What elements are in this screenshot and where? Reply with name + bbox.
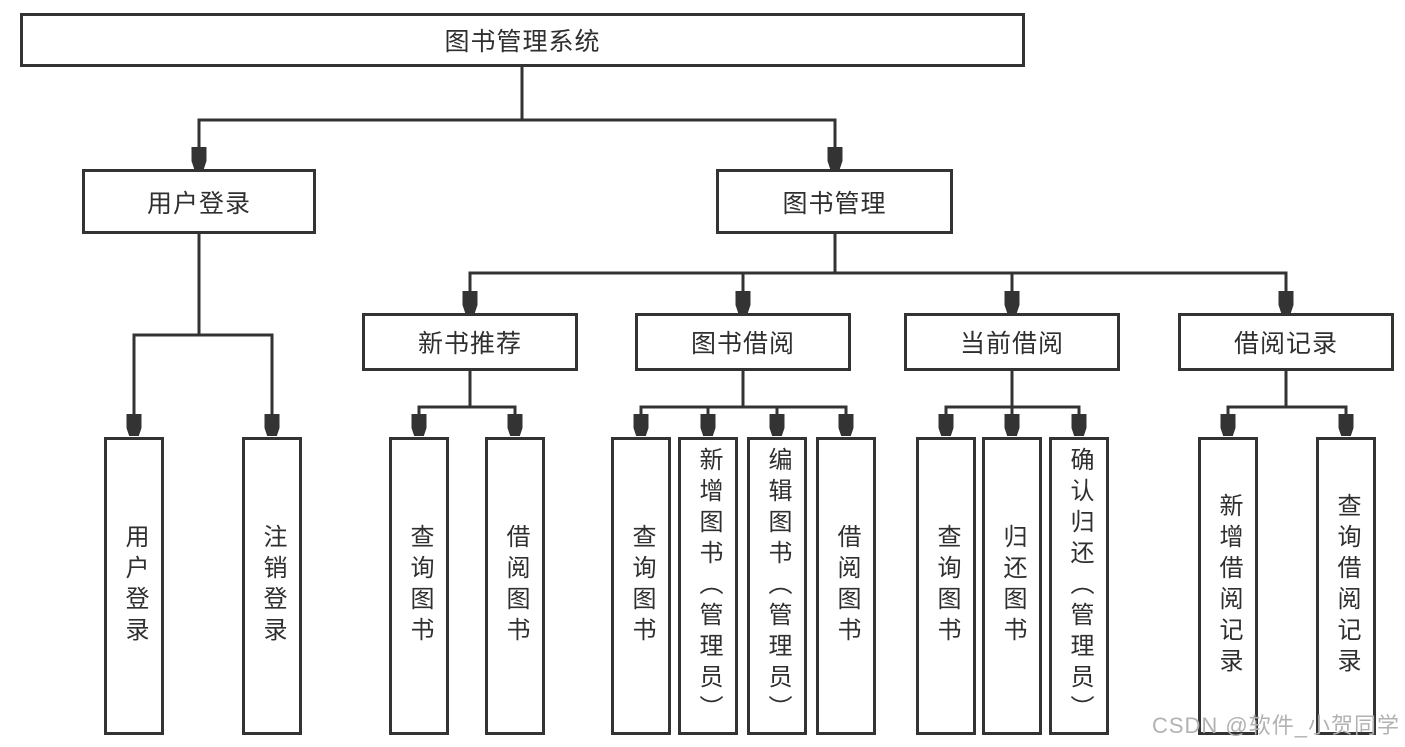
node-logout-leaf: 注销登录 xyxy=(242,437,302,735)
node-label: 借阅记录 xyxy=(1233,330,1338,358)
node-newbook-query-books: 查询图书 xyxy=(389,437,449,735)
node-records-add-record: 新增借阅记录 xyxy=(1198,437,1258,735)
node-label: 查询图书 xyxy=(628,524,655,648)
node-root-library-system: 图书管理系统 xyxy=(20,13,1025,67)
connector-userlogin-to-leaves xyxy=(134,231,272,435)
node-label: 编辑图书（管理员） xyxy=(764,446,791,726)
node-borrow-add-books-admin: 新增图书（管理员） xyxy=(678,437,738,735)
node-borrowing-records: 借阅记录 xyxy=(1178,313,1394,371)
node-label: 借阅图书 xyxy=(833,524,860,648)
node-label: 查询借阅记录 xyxy=(1333,493,1360,679)
node-user-login-leaf: 用户登录 xyxy=(104,437,164,735)
node-label: 归还图书 xyxy=(999,524,1026,648)
connector-currentborrow-to-leaves xyxy=(946,369,1079,435)
node-newbook-borrow-books: 借阅图书 xyxy=(485,437,545,735)
node-borrow-edit-books-admin: 编辑图书（管理员） xyxy=(747,437,807,735)
node-label: 新增图书（管理员） xyxy=(695,446,722,726)
node-label: 注销登录 xyxy=(259,524,286,648)
node-label: 新增借阅记录 xyxy=(1215,493,1242,679)
node-borrow-query-books: 查询图书 xyxy=(611,437,671,735)
node-current-confirm-return-admin: 确认归还（管理员） xyxy=(1049,437,1109,735)
node-current-query-books: 查询图书 xyxy=(916,437,976,735)
node-book-borrowing: 图书借阅 xyxy=(635,313,851,371)
connector-bookmgmt-to-level3 xyxy=(470,232,1286,312)
node-label: 用户登录 xyxy=(121,524,148,648)
connector-newbook-to-leaves xyxy=(419,369,515,435)
node-borrow-borrow-books: 借阅图书 xyxy=(816,437,876,735)
node-label: 查询图书 xyxy=(933,524,960,648)
node-book-management: 图书管理 xyxy=(716,169,953,234)
node-label: 新书推荐 xyxy=(417,330,522,358)
connector-root-to-level2 xyxy=(199,65,835,168)
node-label: 借阅图书 xyxy=(502,524,529,648)
connector-bookborrow-to-leaves xyxy=(641,369,846,435)
node-label: 图书管理系统 xyxy=(444,28,601,56)
csdn-watermark: CSDN @软件_小贺同学 xyxy=(1151,713,1400,738)
node-current-return-books: 归还图书 xyxy=(982,437,1042,735)
node-label: 用户登录 xyxy=(146,189,251,218)
node-records-query-record: 查询借阅记录 xyxy=(1316,437,1376,735)
node-label: 图书借阅 xyxy=(690,330,795,358)
node-current-borrowing: 当前借阅 xyxy=(904,313,1120,371)
node-label: 查询图书 xyxy=(406,524,433,648)
node-label: 确认归还（管理员） xyxy=(1066,446,1093,726)
connector-records-to-leaves xyxy=(1228,369,1346,435)
node-user-login: 用户登录 xyxy=(82,169,316,234)
node-new-book-recommend: 新书推荐 xyxy=(362,313,578,371)
node-label: 图书管理 xyxy=(782,189,887,218)
node-label: 当前借阅 xyxy=(959,330,1064,358)
